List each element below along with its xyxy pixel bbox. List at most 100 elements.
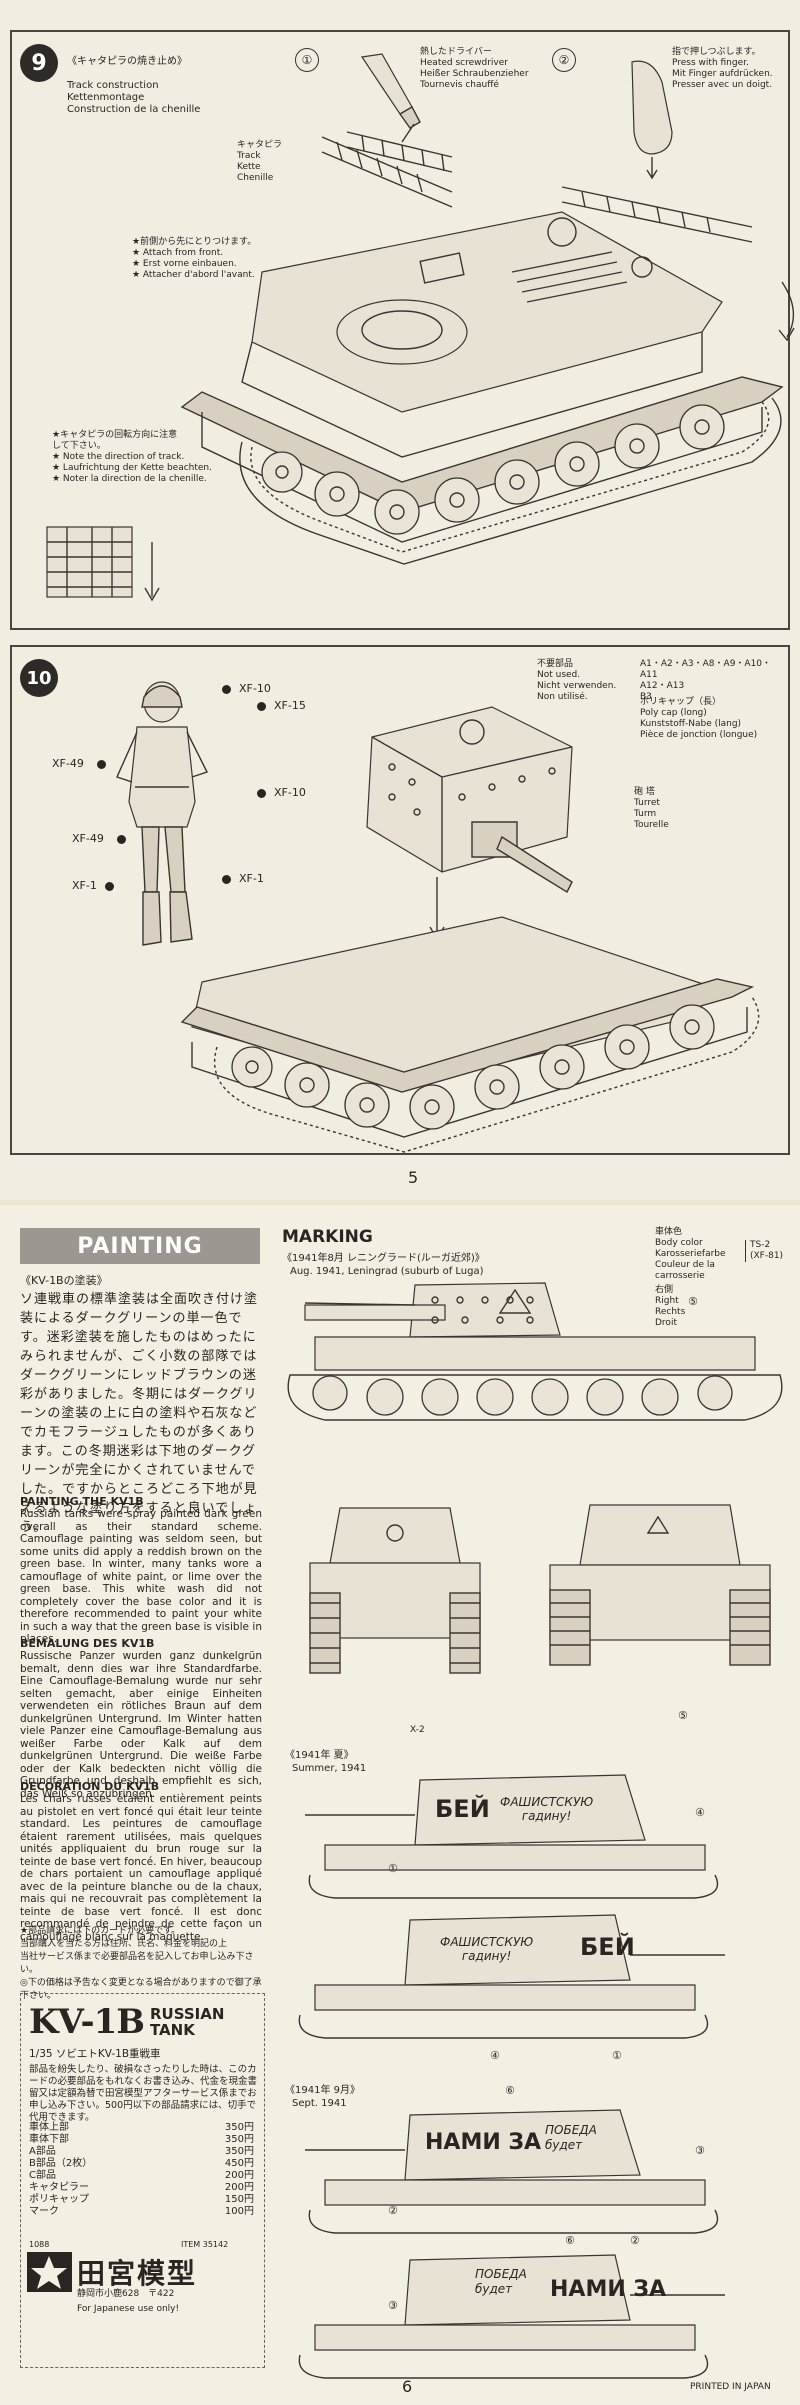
color-tunic: XF-49 (52, 757, 84, 770)
turret-and-hull-illustration (180, 706, 760, 1153)
callout-dot-boots-right (222, 875, 231, 884)
step-10-number: 10 (20, 659, 58, 697)
substep-1-text: 熱したドライバー Heated screwdriver Heißer Schra… (420, 47, 529, 90)
right-side-label: 右側 Right Rechts Droit (655, 1285, 686, 1328)
step-9-number: 9 (20, 44, 58, 82)
card-address: 静岡市小鹿628 〒422 (77, 2289, 175, 2299)
painting-jp-title: 《KV-1Bの塗装》 (20, 1274, 108, 1287)
track-link-piece (346, 131, 453, 173)
track-label: キャタピラ Track Kette Chenille (237, 140, 283, 183)
right-side-decal-number: ⑤ (688, 1295, 698, 1308)
body-color-label: 車体色 Body color Karosseriefarbe Couleur d… (655, 1227, 726, 1281)
card-brand: 田宮模型 (77, 2257, 198, 2290)
color-belt: XF-10 (274, 786, 306, 799)
marking-2-decal-4: ④ (695, 1806, 705, 1819)
track-direction-inset (46, 526, 160, 602)
step-9-panel: 9 《キャタピラの焼き止め》 Track construction Ketten… (10, 30, 795, 630)
attach-note: ★前側から先にとりつけます。 ★ Attach from front. ★ Er… (132, 237, 257, 280)
substep-2-number: ② (552, 48, 576, 72)
marking-2-en: Summer, 1941 (292, 1763, 367, 1774)
screwdriver-illustration (321, 53, 453, 208)
parts-order-card: KV-1B RUSSIAN TANK 1/35 ソビエトKV-1B重戦車 部品を… (20, 1993, 265, 2368)
callout-dot-belt (257, 789, 266, 798)
card-japan-only: For Japanese use only! (77, 2304, 180, 2314)
color-face: XF-15 (274, 699, 306, 712)
marking-3-turret-left (305, 2109, 719, 2234)
painting-fr-title: DECORATION DU KV1B (20, 1780, 160, 1793)
card-logo: KV-1B RUSSIAN TANK (29, 2002, 224, 2042)
marking-2-turret-left (305, 1774, 719, 1899)
marking-3b-decal-6: ⑥ (565, 2234, 575, 2247)
not-used-parts: A1・A2・A3・A8・A9・A10・A11 A12・A13 B3 (640, 659, 772, 702)
marking-3b-decal-2: ② (630, 2234, 640, 2247)
marking-3-decal-6: ⑥ (505, 2084, 515, 2097)
slogan-2-bei: БЕЙ (580, 1933, 635, 1961)
card-info: 部品を紛失したり、破損なさったりした時は、このカードの必要部品をもれなくお書き込… (29, 2064, 258, 2123)
color-trousers: XF-49 (72, 832, 104, 845)
step-9-title-jp: 《キャタピラの焼き止め》 (67, 56, 187, 67)
callout-dot-tunic (97, 760, 106, 769)
slogan-3-pobeda: ПОБЕДА будет (545, 2123, 597, 2152)
painting-en-body: Russian tanks were spray painted dark gr… (20, 1508, 262, 1645)
marking-3-en: Sept. 1941 (292, 2098, 347, 2109)
slogan-3-nami: НАМИ ЗА (425, 2130, 542, 2155)
tank-hull-illustration (180, 211, 795, 565)
marking-2b-decal-4: ④ (490, 2049, 500, 2062)
card-subtitle: 1/35 ソビエトKV-1B重戦車 (29, 2048, 161, 2060)
slogan-4-pobeda: ПОБЕДА будет (475, 2267, 527, 2296)
marking-2-decal-1: ① (388, 1862, 398, 1875)
slogan-2-fascist: ФАШИСТСКУЮ гадину! (440, 1935, 534, 1963)
card-logo-russian: RUSSIAN (149, 2005, 225, 2023)
callout-dot-face (257, 702, 266, 711)
marking-1-side-view (287, 1282, 783, 1421)
painting-fr-body: Les chars russes étaient entièrement pei… (20, 1793, 262, 1943)
soldier-figure (116, 681, 208, 946)
rear-decal-number: ⑤ (678, 1709, 688, 1722)
marking-1-rear-view (549, 1504, 771, 1666)
callout-dot-trousers (117, 835, 126, 844)
substep-2-text: 指で押しつぶします。 Press with finger. Mit Finger… (672, 47, 773, 90)
painting-de-title: BEMALUNG DES KV1B (20, 1637, 155, 1650)
step-9-title-multi: Track construction Kettenmontage Constru… (67, 80, 201, 115)
step-9-title: 《キャタピラの焼き止め》 Track construction Kettenmo… (67, 44, 200, 116)
marking-2-turret-right (298, 1914, 725, 2039)
marking-3-decal-3: ③ (695, 2144, 705, 2157)
marking-1-en: Aug. 1941, Leningrad (suburb of Luga) (290, 1266, 484, 1277)
painting-jp-body: ソ連戦車の標準塗装は全面吹き付け塗装によるダークグリーンの単一色です。迷彩塗装を… (20, 1292, 259, 1535)
parts-request-note: ★部品請求には下のカードが必要です。 当部購入を当たる方は住所、氏名、料金を明記… (20, 1926, 262, 2001)
page-5: 9 《キャタピラの焼き止め》 Track construction Ketten… (0, 0, 800, 1200)
page-6: PAINTING 《KV-1Bの塗装》 ソ連戦車の標準塗装は全面吹き付け塗装によ… (0, 1205, 800, 2405)
color-cap: XF-10 (239, 682, 271, 695)
marking-1-front-view (309, 1507, 481, 1674)
painting-de-body: Russische Panzer wurden ganz dunkelgrün … (20, 1650, 262, 1800)
page-number-5: 5 (408, 1168, 419, 1187)
body-color-value: TS-2 (XF-81) (745, 1240, 783, 1262)
step-10-panel: 10 不要部品 Not used. Nicht verwenden. Non u… (10, 645, 790, 1155)
slogan-4-nami: НАМИ ЗА (550, 2277, 667, 2302)
color-boots-right: XF-1 (239, 872, 264, 885)
x2-label: X-2 (410, 1725, 425, 1735)
printed-in-japan: PRINTED IN JAPAN (690, 2382, 771, 2392)
marking-3-turret-right (298, 2254, 725, 2379)
tamiya-star-logo (27, 2252, 72, 2292)
slogan-1-fascist: ФАШИСТСКУЮ гадину! (500, 1795, 594, 1823)
painting-header: PAINTING (20, 1228, 260, 1264)
marking-2-jp: 《1941年 夏》 (285, 1750, 354, 1761)
marking-title: MARKING (282, 1227, 373, 1247)
card-item-number: ITEM 35142 (181, 2240, 229, 2249)
marking-3-jp: 《1941年 9月》 (285, 2085, 360, 2096)
painting-en-title: PAINTING THE KV1B (20, 1495, 144, 1508)
price-row: B部品（2枚）450円 (29, 2158, 254, 2169)
callout-dot-boots-left (105, 882, 114, 891)
turret-label: 砲 塔 Turret Turm Tourelle (634, 787, 669, 830)
card-logo-tank: TANK (149, 2021, 195, 2039)
direction-note: ★キャタピラの回転方向に注意 して下さい。 ★ Note the directi… (52, 430, 213, 484)
